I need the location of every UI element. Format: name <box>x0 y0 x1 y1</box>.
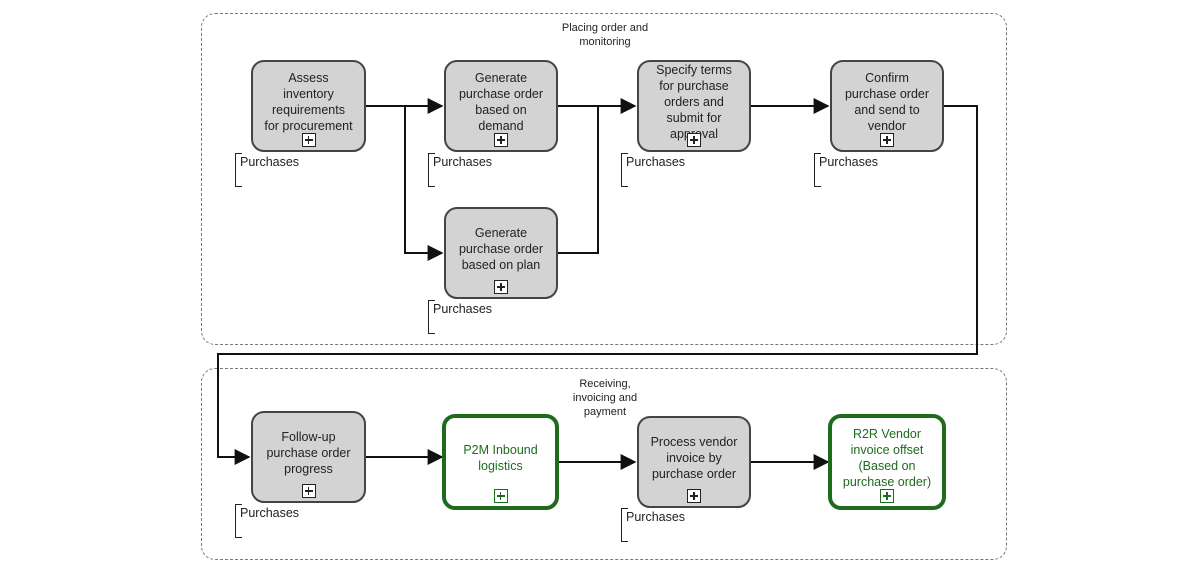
task-label: P2M Inbound logistics <box>463 443 538 473</box>
task-generate-po-demand[interactable]: Generate purchase order based on demand <box>444 60 558 152</box>
group-receiving-invoicing <box>201 368 1007 560</box>
annotation-label: Purchases <box>819 155 879 169</box>
task-r2r-vendor-invoice-offset[interactable]: R2R Vendor invoice offset (Based on purc… <box>828 414 946 510</box>
expand-subprocess-icon[interactable] <box>494 280 508 294</box>
expand-subprocess-icon[interactable] <box>493 489 508 503</box>
annotation-label: Purchases <box>433 155 493 169</box>
task-label: Specify terms for purchase orders and su… <box>656 63 732 141</box>
task-follow-up-po[interactable]: Follow-up purchase order progress <box>251 411 366 503</box>
task-label: Process vendor invoice by purchase order <box>650 435 738 481</box>
annotation-label: Purchases <box>240 155 300 169</box>
expand-subprocess-icon[interactable] <box>687 489 701 503</box>
task-specify-terms[interactable]: Specify terms for purchase orders and su… <box>637 60 751 152</box>
flow-plan-to-specify <box>558 106 599 254</box>
expand-subprocess-icon[interactable] <box>301 133 316 147</box>
expand-subprocess-icon[interactable] <box>880 133 894 147</box>
annotation-label: Purchases <box>626 155 686 169</box>
annotation-label: Purchases <box>240 506 300 520</box>
task-p2m-inbound-logistics[interactable]: P2M Inbound logistics <box>442 414 559 510</box>
annotation-label: Purchases <box>433 302 493 316</box>
annotation-label: Purchases <box>626 510 686 524</box>
expand-subprocess-icon[interactable] <box>880 489 894 503</box>
task-label: Follow-up purchase order progress <box>266 430 351 476</box>
task-label: Generate purchase order based on demand <box>458 71 544 133</box>
expand-subprocess-icon[interactable] <box>301 484 316 498</box>
task-assess-inventory[interactable]: Assess inventory requirements for procur… <box>251 60 366 152</box>
group-title-receiving-invoicing: Receiving, invoicing and payment <box>572 378 638 418</box>
annotation-confirm: Purchases <box>814 153 878 187</box>
task-label: R2R Vendor invoice offset (Based on purc… <box>842 427 932 489</box>
annotation-process: Purchases <box>621 508 685 542</box>
annotation-specify: Purchases <box>621 153 685 187</box>
flow-assess-to-plan <box>404 106 444 261</box>
task-confirm-po[interactable]: Confirm purchase order and send to vendo… <box>830 60 944 152</box>
expand-subprocess-icon[interactable] <box>687 133 701 147</box>
task-label: Confirm purchase order and send to vendo… <box>844 71 930 133</box>
annotation-gen-plan: Purchases <box>428 300 492 334</box>
group-title-placing-order: Placing order and monitoring <box>561 22 649 48</box>
task-label: Generate purchase order based on plan <box>458 226 544 272</box>
task-process-vendor-invoice[interactable]: Process vendor invoice by purchase order <box>637 416 751 508</box>
task-generate-po-plan[interactable]: Generate purchase order based on plan <box>444 207 558 299</box>
task-label: Assess inventory requirements for procur… <box>264 71 353 133</box>
expand-subprocess-icon[interactable] <box>494 133 508 147</box>
annotation-assess: Purchases <box>235 153 299 187</box>
flow-confirm-to-followup <box>217 105 978 465</box>
annotation-gen-demand: Purchases <box>428 153 492 187</box>
annotation-followup: Purchases <box>235 504 299 538</box>
group-placing-order <box>201 13 1007 345</box>
